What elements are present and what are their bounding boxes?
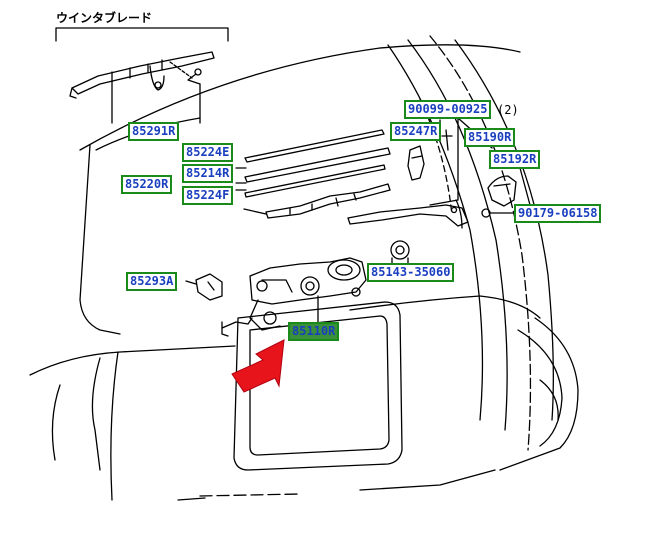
red-pointer-arrow — [231, 339, 285, 393]
quantity-note: (2) — [497, 103, 519, 117]
blade-refills — [235, 129, 391, 219]
rear-door-outline — [29, 35, 579, 501]
part-label-85143-35060[interactable]: 85143-35060 — [367, 263, 455, 282]
part-label-85190R[interactable]: 85190R — [464, 128, 516, 147]
part-label-85293A[interactable]: 85293A — [126, 272, 178, 291]
part-label-90099-00925[interactable]: 90099-00925 — [404, 100, 492, 119]
part-label-85224F[interactable]: 85224F — [182, 186, 234, 205]
part-label-85214R[interactable]: 85214R — [182, 164, 234, 183]
blade-group-bracket — [55, 27, 229, 42]
license-plate-recess — [233, 301, 403, 471]
part-label-85291R[interactable]: 85291R — [128, 122, 180, 141]
blade-group-heading: ウインタブレード — [56, 11, 153, 25]
part-label-85224E[interactable]: 85224E — [182, 143, 234, 162]
part-label-85247R[interactable]: 85247R — [390, 122, 442, 141]
part-label-85110R[interactable]: 85110R — [288, 322, 340, 341]
part-label-85220R[interactable]: 85220R — [121, 175, 173, 194]
part-label-85192R[interactable]: 85192R — [489, 150, 541, 169]
wiper-motor-85110R — [221, 257, 367, 337]
bracket-85293A — [185, 273, 223, 301]
wiper-blade-85291R — [69, 51, 215, 124]
part-label-90179-06158[interactable]: 90179-06158 — [514, 204, 602, 223]
